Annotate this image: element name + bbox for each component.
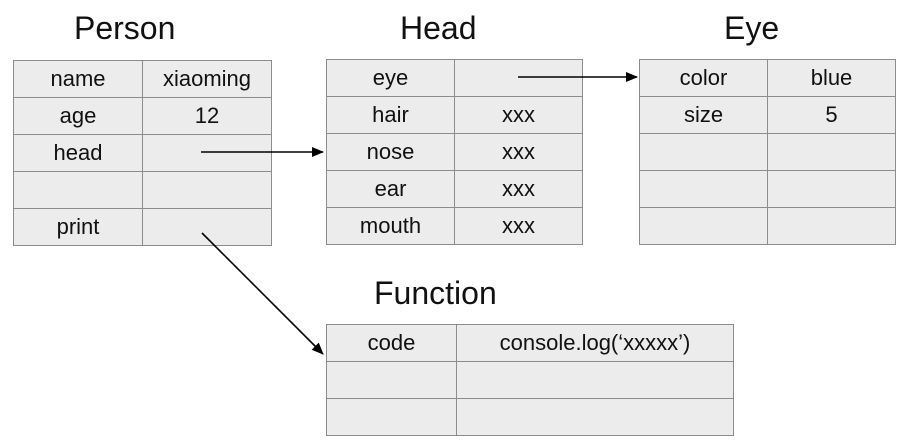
eye-value-empty-3 [767, 207, 896, 245]
person-value-print [142, 208, 272, 246]
person-value-empty [142, 171, 272, 209]
head-value-hair: xxx [454, 96, 583, 134]
table-row [639, 133, 896, 171]
eye-key-empty-3 [639, 207, 768, 245]
table-row: mouth xxx [326, 207, 583, 245]
table-row: color blue [639, 59, 896, 97]
table-row [326, 361, 734, 399]
table-row: head [13, 134, 272, 172]
head-key-hair: hair [326, 96, 455, 134]
function-object-table: code console.log(‘xxxxx’) [326, 324, 734, 436]
head-title: Head [400, 10, 477, 46]
eye-key-size: size [639, 96, 768, 134]
person-object-table: name xiaoming age 12 head print [13, 60, 272, 246]
table-row: hair xxx [326, 96, 583, 134]
function-key-code: code [326, 324, 457, 362]
table-row: nose xxx [326, 133, 583, 171]
table-row: ear xxx [326, 170, 583, 208]
function-value-code: console.log(‘xxxxx’) [456, 324, 734, 362]
eye-object-table: color blue size 5 [639, 59, 896, 245]
head-value-eye [454, 59, 583, 97]
head-object-table: eye hair xxx nose xxx ear xxx mouth xxx [326, 59, 583, 245]
head-value-mouth: xxx [454, 207, 583, 245]
table-row: eye [326, 59, 583, 97]
table-row [326, 398, 734, 436]
function-key-empty-2 [326, 398, 457, 436]
table-row [13, 171, 272, 209]
function-key-empty-1 [326, 361, 457, 399]
table-row [639, 207, 896, 245]
table-row: name xiaoming [13, 60, 272, 98]
head-value-nose: xxx [454, 133, 583, 171]
head-value-ear: xxx [454, 170, 583, 208]
head-key-nose: nose [326, 133, 455, 171]
function-value-empty-2 [456, 398, 734, 436]
head-key-eye: eye [326, 59, 455, 97]
head-key-ear: ear [326, 170, 455, 208]
eye-value-empty-2 [767, 170, 896, 208]
person-title: Person [74, 10, 176, 46]
person-key-empty [13, 171, 143, 209]
arrow-person-print-to-function [201, 232, 324, 355]
person-key-age: age [13, 97, 143, 135]
person-key-print: print [13, 208, 143, 246]
head-key-mouth: mouth [326, 207, 455, 245]
person-value-name: xiaoming [142, 60, 272, 98]
eye-title: Eye [724, 10, 780, 46]
function-value-empty-1 [456, 361, 734, 399]
function-title: Function [374, 275, 497, 311]
person-key-head: head [13, 134, 143, 172]
eye-key-empty-2 [639, 170, 768, 208]
table-row: code console.log(‘xxxxx’) [326, 324, 734, 362]
table-row: print [13, 208, 272, 246]
table-row [639, 170, 896, 208]
eye-key-color: color [639, 59, 768, 97]
person-key-name: name [13, 60, 143, 98]
table-row: size 5 [639, 96, 896, 134]
eye-value-color: blue [767, 59, 896, 97]
person-value-head [142, 134, 272, 172]
eye-value-size: 5 [767, 96, 896, 134]
eye-key-empty-1 [639, 133, 768, 171]
person-value-age: 12 [142, 97, 272, 135]
eye-value-empty-1 [767, 133, 896, 171]
table-row: age 12 [13, 97, 272, 135]
